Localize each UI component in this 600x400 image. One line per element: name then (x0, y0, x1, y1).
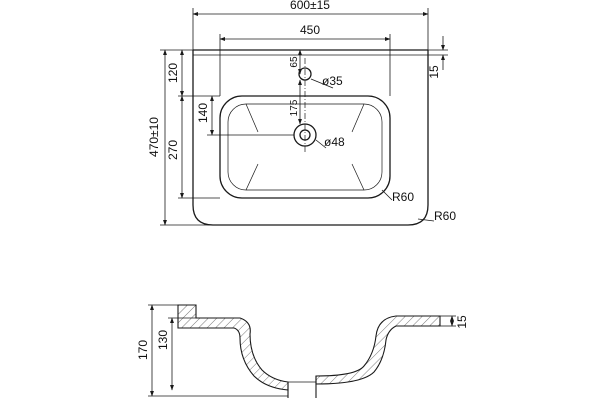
dim-bowl-depth-label: 270 (166, 140, 180, 160)
drain-outlet (287, 376, 317, 398)
drain-hole-diameter-label: ø48 (324, 135, 345, 149)
tap-hole-diameter-label: ø35 (322, 74, 343, 88)
dim-rear-ledge-label: 120 (166, 63, 180, 83)
dim-total-height-label: 170 (136, 340, 150, 360)
section-wall-right (315, 315, 441, 385)
basin-outer-outline (192, 50, 429, 226)
dim-edge-height-label: 15 (427, 65, 441, 79)
top-view: 600±15 450 470±10 120 270 140 65 175 (147, 0, 456, 226)
bowl-slope-line (351, 163, 365, 191)
bowl-radius-leader (381, 189, 393, 201)
dim-rim-height-label: 15 (455, 315, 469, 329)
bowl-slope-line (245, 163, 259, 191)
side-view: 170 130 15 (136, 304, 469, 398)
drain-hole-inner (299, 129, 311, 141)
drain-hole-leader (315, 139, 327, 149)
dim-bowl-height-label: 130 (156, 330, 170, 350)
outer-radius-label: R60 (434, 209, 456, 223)
dim-drain-offset-label: 140 (196, 103, 210, 123)
dim-bowl-width-label: 450 (300, 23, 320, 37)
dim-tap-offset-label: 65 (289, 56, 300, 68)
outer-radius-leader (417, 218, 435, 222)
tap-hole-leader (310, 78, 334, 89)
dim-total-width-label: 600±15 (290, 0, 330, 12)
dim-total-depth-label: 470±10 (147, 117, 161, 157)
dim-tap-to-drain-label: 175 (289, 99, 300, 116)
bowl-radius-label: R60 (392, 190, 414, 204)
bowl-slope-line (351, 103, 365, 133)
bowl-slope-line (245, 103, 259, 133)
